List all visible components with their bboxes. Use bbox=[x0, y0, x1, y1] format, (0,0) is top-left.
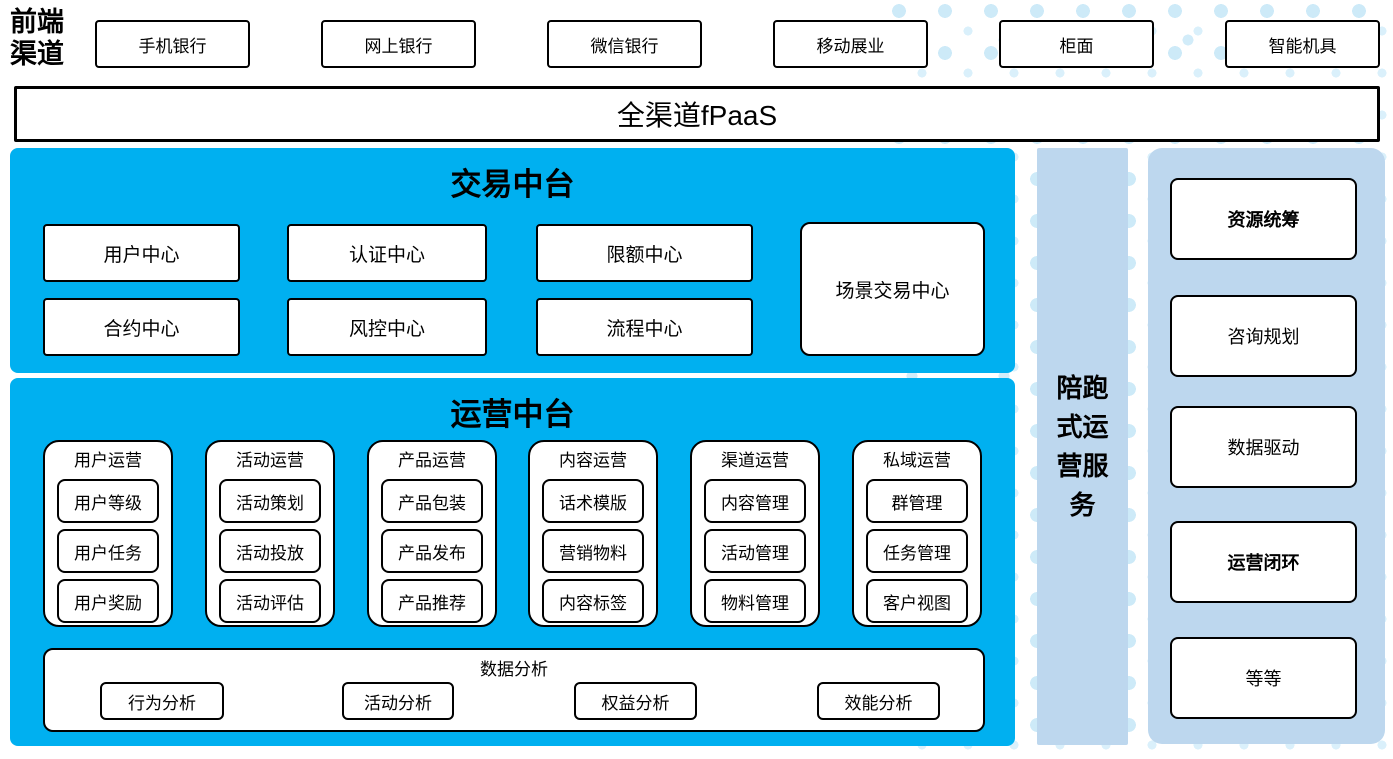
ops-box: 活动策划 bbox=[219, 479, 321, 523]
trade-box-contract-center: 合约中心 bbox=[43, 298, 240, 356]
trade-platform-panel: 交易中台 用户中心 认证中心 限额中心 合约中心 风控中心 流程中心 场景交易中… bbox=[10, 148, 1015, 373]
ops-box: 任务管理 bbox=[866, 529, 968, 573]
front-channels-label: 前端渠道 bbox=[10, 7, 64, 70]
ops-column-header: 活动运营 bbox=[236, 451, 304, 470]
trade-box-risk-center: 风控中心 bbox=[287, 298, 487, 356]
ops-column-product-ops: 产品运营 产品包装 产品发布 产品推荐 bbox=[367, 440, 497, 627]
ops-column-private-domain-ops: 私域运营 群管理 任务管理 客户视图 bbox=[852, 440, 982, 627]
trade-box-limit-center: 限额中心 bbox=[536, 224, 753, 282]
ops-column-channel-ops: 渠道运营 内容管理 活动管理 物料管理 bbox=[690, 440, 820, 627]
ops-column-user-ops: 用户运营 用户等级 用户任务 用户奖励 bbox=[43, 440, 173, 627]
ops-box: 产品包装 bbox=[381, 479, 483, 523]
advisory-box-etc: 等等 bbox=[1170, 637, 1357, 719]
advisory-panel: 资源统筹 咨询规划 数据驱动 运营闭环 等等 bbox=[1148, 148, 1385, 744]
advisory-box-data-driven: 数据驱动 bbox=[1170, 406, 1357, 488]
ops-box: 内容标签 bbox=[542, 579, 644, 623]
advisory-box-consulting-planning: 咨询规划 bbox=[1170, 295, 1357, 377]
data-analysis-title: 数据分析 bbox=[480, 660, 548, 679]
ops-box: 产品发布 bbox=[381, 529, 483, 573]
ops-box: 用户等级 bbox=[57, 479, 159, 523]
ops-box: 内容管理 bbox=[704, 479, 806, 523]
channel-box-wechat-banking: 微信银行 bbox=[547, 20, 702, 68]
ops-column-content-ops: 内容运营 话术模版 营销物料 内容标签 bbox=[528, 440, 658, 627]
ops-platform-title: 运营中台 bbox=[450, 397, 575, 432]
channel-box-mobile-outreach: 移动展业 bbox=[773, 20, 928, 68]
trade-box-user-center: 用户中心 bbox=[43, 224, 240, 282]
ops-column-header: 用户运营 bbox=[74, 451, 142, 470]
analysis-box-efficiency: 效能分析 bbox=[817, 682, 940, 720]
ops-platform-panel: 运营中台 用户运营 用户等级 用户任务 用户奖励 活动运营 活动策划 活动投放 … bbox=[10, 378, 1015, 746]
analysis-box-activity: 活动分析 bbox=[342, 682, 454, 720]
ops-box: 话术模版 bbox=[542, 479, 644, 523]
fpaas-bar: 全渠道fPaaS bbox=[14, 86, 1380, 142]
channel-box-online-banking: 网上银行 bbox=[321, 20, 476, 68]
ops-box: 活动评估 bbox=[219, 579, 321, 623]
companion-ops-service-label: 陪跑式运营服务 bbox=[1056, 372, 1109, 520]
ops-column-header: 产品运营 bbox=[398, 451, 466, 470]
ops-box: 群管理 bbox=[866, 479, 968, 523]
channel-box-counter: 柜面 bbox=[999, 20, 1154, 68]
channel-box-smart-machines: 智能机具 bbox=[1225, 20, 1380, 68]
ops-box: 用户任务 bbox=[57, 529, 159, 573]
trade-box-scenario-trade-center: 场景交易中心 bbox=[800, 222, 985, 356]
ops-box: 活动投放 bbox=[219, 529, 321, 573]
ops-box: 物料管理 bbox=[704, 579, 806, 623]
trade-platform-title: 交易中台 bbox=[450, 167, 575, 202]
trade-box-process-center: 流程中心 bbox=[536, 298, 753, 356]
ops-column-activity-ops: 活动运营 活动策划 活动投放 活动评估 bbox=[205, 440, 335, 627]
analysis-box-rights: 权益分析 bbox=[574, 682, 697, 720]
trade-box-auth-center: 认证中心 bbox=[287, 224, 487, 282]
ops-box: 产品推荐 bbox=[381, 579, 483, 623]
ops-box: 活动管理 bbox=[704, 529, 806, 573]
ops-column-header: 渠道运营 bbox=[721, 451, 789, 470]
data-analysis-container: 数据分析 行为分析 活动分析 权益分析 效能分析 bbox=[43, 648, 985, 732]
ops-box: 营销物料 bbox=[542, 529, 644, 573]
ops-box: 用户奖励 bbox=[57, 579, 159, 623]
channel-box-mobile-banking: 手机银行 bbox=[95, 20, 250, 68]
advisory-box-resource-coordination: 资源统筹 bbox=[1170, 178, 1357, 260]
ops-box: 客户视图 bbox=[866, 579, 968, 623]
analysis-box-behavior: 行为分析 bbox=[100, 682, 224, 720]
companion-ops-service-bar: 陪跑式运营服务 bbox=[1037, 148, 1128, 745]
advisory-box-ops-closed-loop: 运营闭环 bbox=[1170, 521, 1357, 603]
ops-column-header: 内容运营 bbox=[559, 451, 627, 470]
ops-column-header: 私域运营 bbox=[883, 451, 951, 470]
